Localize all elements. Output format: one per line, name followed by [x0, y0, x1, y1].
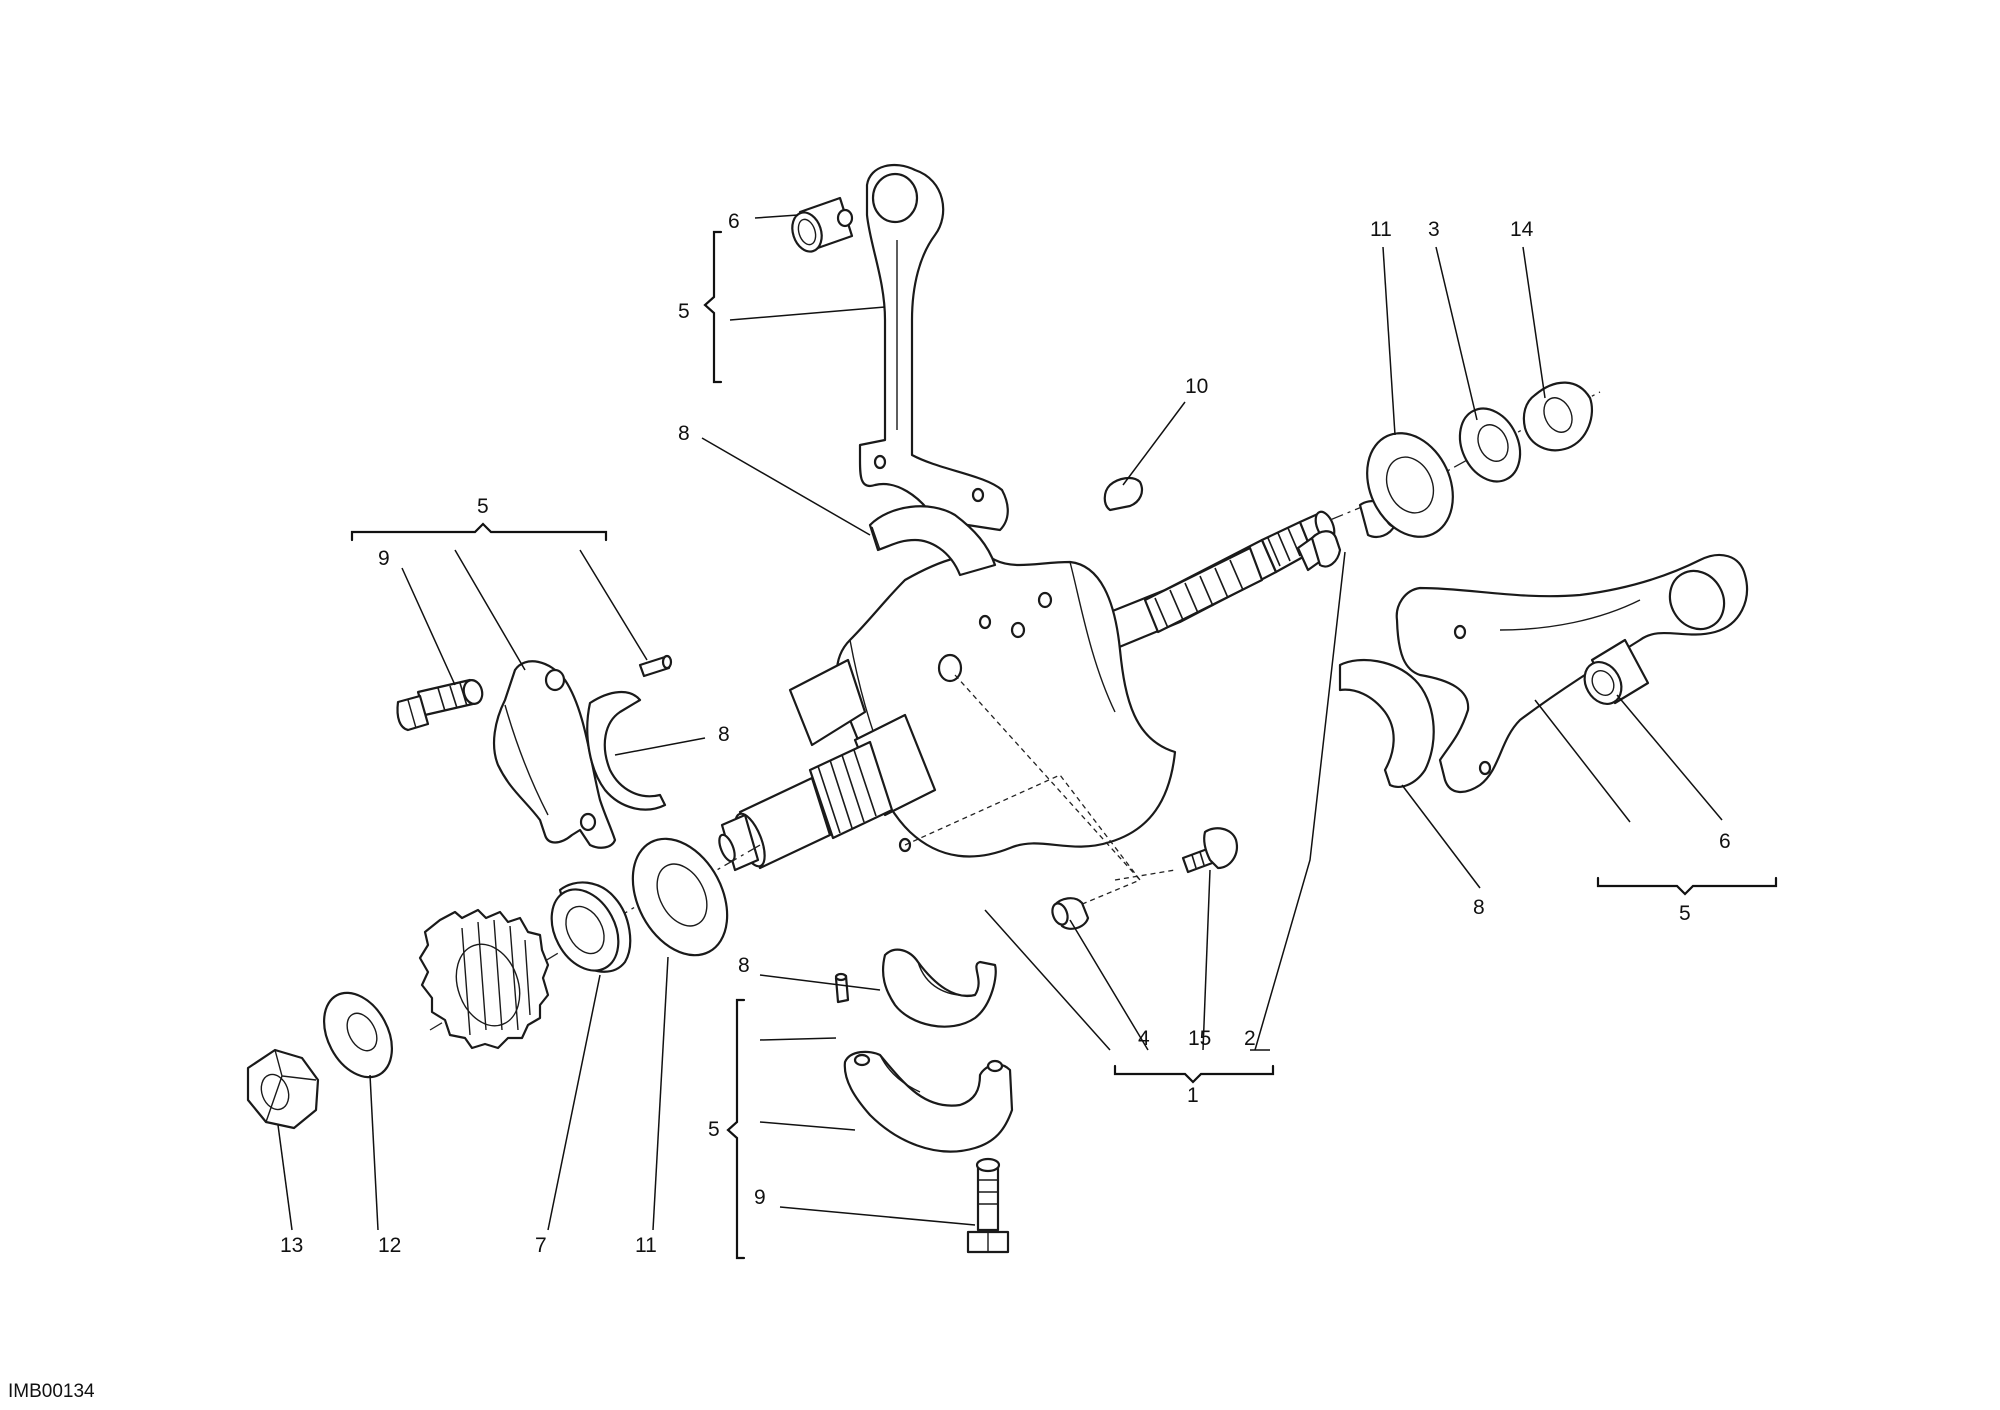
callout-right-washer: 11 — [1370, 218, 1392, 241]
callout-rod-right-group: 5 — [1679, 902, 1691, 925]
callout-washer: 12 — [378, 1234, 401, 1257]
callout-right-nut: 14 — [1510, 218, 1534, 241]
group-braces — [350, 230, 1778, 1260]
right-end-parts — [1296, 381, 1594, 572]
callout-left-group: 5 — [477, 495, 489, 518]
callout-bottom-bolt: 9 — [754, 1186, 766, 1209]
bottom-bearing-cap — [834, 948, 1014, 1254]
left-end-parts — [246, 837, 729, 1130]
key — [1103, 476, 1144, 512]
callout-rod-top-group: 5 — [678, 300, 690, 323]
callout-rod-top-bushing: 6 — [728, 210, 740, 233]
drawing-code: IMB00134 — [8, 1381, 95, 1402]
callout-rod-top-bearing: 8 — [678, 422, 690, 445]
callout-left-bolt: 9 — [378, 547, 390, 570]
plugs-and-screw — [1051, 827, 1238, 930]
callout-crank-group: 1 — [1187, 1084, 1199, 1107]
callout-labels: 5 6 8 10 11 3 14 5 9 8 6 5 8 4 15 2 1 8 … — [280, 210, 1731, 1257]
callout-screw: 15 — [1188, 1027, 1211, 1050]
leader-lines — [277, 214, 1723, 1231]
connecting-rod-top — [791, 163, 1009, 577]
callout-rod-right-bushing: 6 — [1719, 830, 1731, 853]
callout-key: 10 — [1185, 375, 1208, 398]
left-bearing-cap — [396, 654, 673, 849]
callout-left-bearing: 8 — [718, 723, 730, 746]
crankshaft — [718, 510, 1336, 872]
connecting-rod-right — [1338, 553, 1749, 793]
callout-right-spacer: 3 — [1428, 218, 1440, 241]
callout-bottom-group: 5 — [708, 1118, 720, 1141]
callout-bottom-bearing: 8 — [738, 954, 750, 977]
callout-left-washer: 11 — [635, 1234, 657, 1257]
callout-plug: 4 — [1138, 1027, 1150, 1050]
callout-plug-small: 2 — [1244, 1027, 1256, 1050]
callout-nut: 13 — [280, 1234, 303, 1257]
callout-rod-right-bearing: 8 — [1473, 896, 1485, 919]
callout-bushing-7: 7 — [535, 1234, 547, 1257]
